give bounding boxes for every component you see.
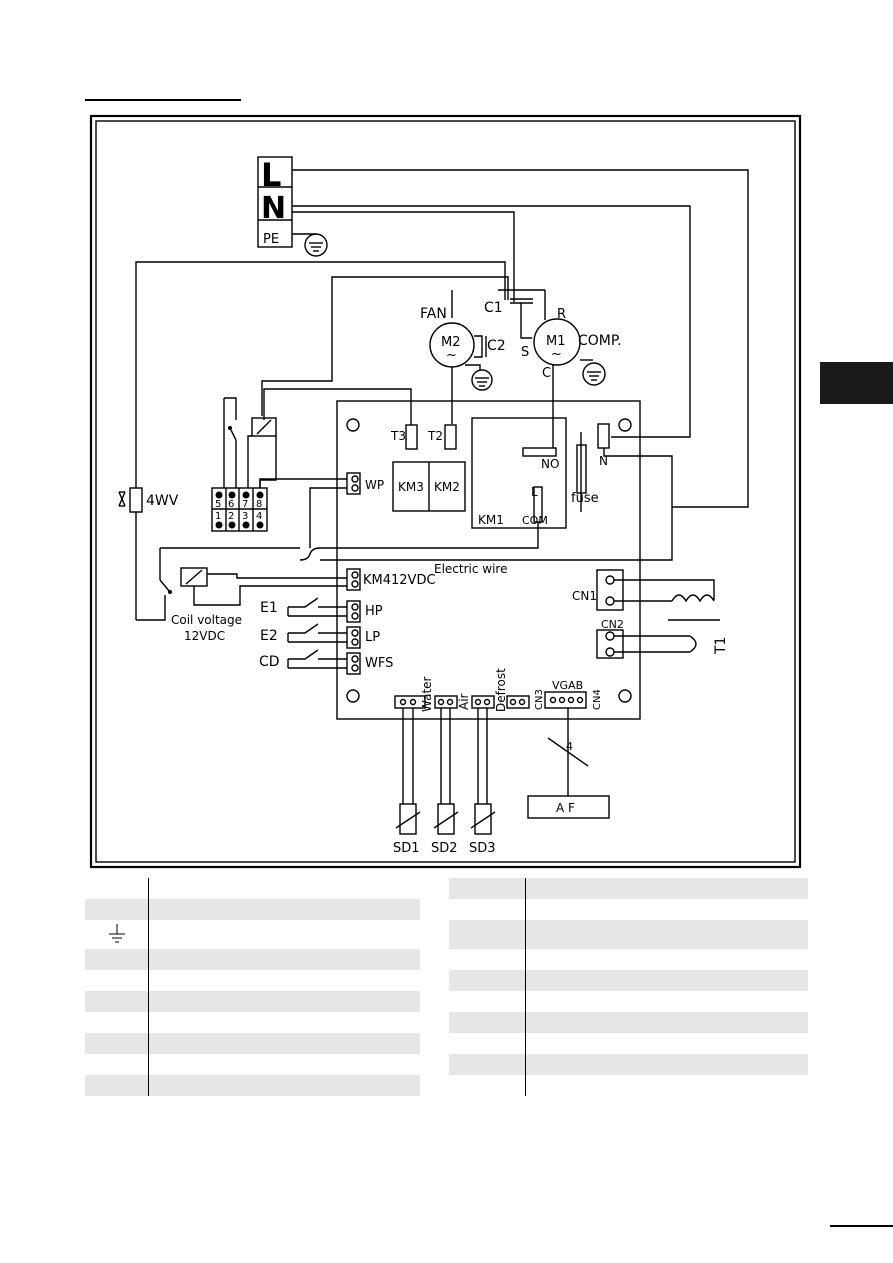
e1-label: E1 — [260, 600, 278, 616]
air-label: Air — [457, 693, 471, 710]
t3-label: T3 — [390, 429, 406, 443]
terminal-number: 5 — [215, 499, 221, 510]
terminal-number: 2 — [228, 511, 234, 522]
terminal-number: 6 — [228, 499, 234, 510]
cd-label: CD — [259, 654, 280, 670]
c2-label: C2 — [487, 338, 506, 354]
terminal-number: 1 — [215, 511, 221, 522]
section-title-underline — [85, 99, 241, 101]
e2-label: E2 — [260, 628, 278, 644]
terminal-number: 4 — [256, 511, 262, 522]
comp-label: COMP. — [578, 333, 622, 349]
cn2-label: CN2 — [601, 618, 624, 631]
m1-wave: ~ — [551, 347, 562, 362]
af-label: A F — [556, 801, 575, 815]
km3-label: KM3 — [398, 480, 424, 494]
water-label: Water — [420, 676, 434, 712]
wiring-diagram: L N PE FAN C1 R M2 M1 ~ ~ C2 S COMP. C T… — [89, 114, 802, 869]
km2-label: KM2 — [434, 480, 460, 494]
legend-table-right — [449, 878, 808, 1096]
cable-count-label: 4 — [566, 740, 573, 753]
hp-label: HP — [365, 604, 383, 619]
m2-wave: ~ — [446, 348, 457, 363]
c-label: C — [542, 366, 551, 381]
chapter-tab — [820, 362, 893, 404]
km1-label: KM1 — [478, 513, 504, 527]
legend-table-left — [85, 878, 420, 1096]
fan-label: FAN — [420, 306, 447, 322]
m1-label: M1 — [546, 334, 566, 349]
cn3-label: CN3 — [534, 689, 545, 710]
4wv-label: 4WV — [146, 493, 179, 509]
t1-label: T1 — [713, 637, 729, 655]
sd1-label: SD1 — [393, 841, 420, 856]
coil-voltage-label: Coil voltage — [171, 613, 242, 627]
wp-label: WP — [365, 478, 384, 492]
ground-icon — [108, 923, 125, 942]
wfs-label: WFS — [365, 656, 393, 671]
vgab-label: VGAB — [552, 679, 583, 692]
l-contact-label: L — [531, 485, 538, 499]
cn1-label: CN1 — [572, 589, 597, 603]
fuse-label: fuse — [571, 491, 599, 506]
terminal-pe: PE — [263, 232, 279, 247]
t2-label: T2 — [427, 429, 443, 443]
terminal-number: 7 — [242, 499, 248, 510]
coil-voltage-value: 12VDC — [184, 629, 225, 643]
r-label: R — [557, 307, 566, 322]
terminal-n: N — [261, 191, 286, 226]
n-contact-label: N — [599, 454, 608, 468]
sd3-label: SD3 — [469, 841, 496, 856]
sd2-label: SD2 — [431, 841, 458, 856]
terminal-l: L — [261, 156, 281, 194]
lp-label: LP — [365, 630, 380, 645]
c1-label: C1 — [484, 300, 503, 316]
page-number-rule — [830, 1225, 893, 1227]
m2-label: M2 — [441, 335, 461, 350]
no-label: NO — [541, 457, 559, 471]
terminal-number: 3 — [242, 511, 248, 522]
km4-label: KM412VDC — [363, 573, 436, 588]
com-label: COM — [522, 514, 548, 527]
cn4-label: CN4 — [592, 689, 603, 710]
electric-wire-label: Electric wire — [434, 562, 507, 576]
defrost-label: Defrost — [494, 668, 508, 712]
s-label: S — [521, 345, 529, 360]
terminal-number: 8 — [256, 499, 262, 510]
